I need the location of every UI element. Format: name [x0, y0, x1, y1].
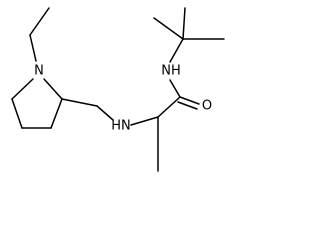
bond-carbonyl-o-1 [179, 96, 200, 105]
bond-ring-c5-c4 [11, 98, 23, 129]
bond-ethyl-ch3-ch2 [29, 7, 50, 36]
bond-alpha-c-carbonyl [157, 96, 181, 118]
bond-ethyl-ch2-n [29, 34, 37, 62]
carbonyl-oxygen-label: O [202, 99, 212, 114]
bond-nh-tbu-c [169, 38, 184, 63]
bond-ring-c2-n [43, 78, 63, 100]
bond-carbonyl-nh [169, 79, 181, 98]
bond-ring-c3-c2 [50, 98, 63, 129]
structural-formula: N NH HN O [11, 7, 225, 172]
bond-c2-ch2 [61, 98, 98, 107]
bond-hn-alpha-c [130, 116, 159, 126]
bond-carbonyl-o-2 [177, 101, 198, 110]
bond-tbu-methyl-top [182, 7, 186, 40]
bond-tbu-methyl-left [153, 17, 184, 40]
amide-nitrogen-label: NH [161, 64, 181, 79]
bond-ring-n-c5 [11, 78, 34, 100]
amine-nitrogen-label: HN [111, 119, 131, 134]
bond-ch2-hn [96, 105, 114, 121]
ring-nitrogen-label: N [34, 64, 44, 79]
